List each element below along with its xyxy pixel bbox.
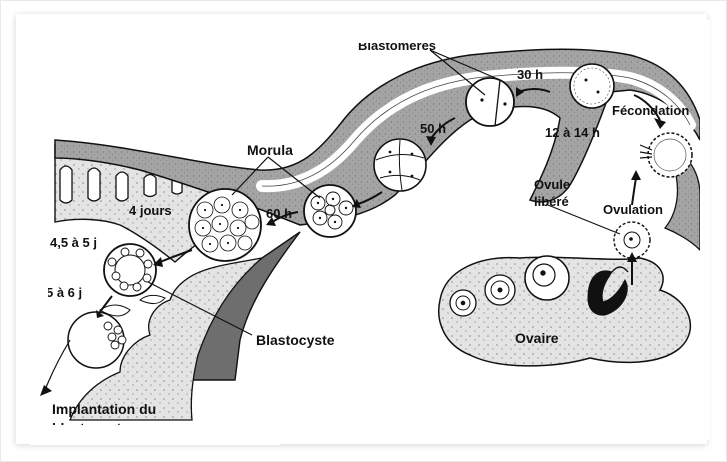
crop-top xyxy=(330,26,490,43)
label-implantation-line1: Implantation du xyxy=(52,401,156,417)
label-5-a-6j: 5 à 6 j xyxy=(46,285,82,300)
label-4-jours: 4 jours xyxy=(129,203,172,218)
crop-bottom xyxy=(30,425,280,445)
label-ovaire: Ovaire xyxy=(515,330,559,346)
four-cell-stage xyxy=(374,139,426,191)
label-30h: 30 h xyxy=(517,67,543,82)
label-blastocyste: Blastocyste xyxy=(256,332,335,348)
crop-left xyxy=(30,220,48,320)
label-ovule-line1: Ovule xyxy=(534,177,570,192)
label-ovule-line2: libéré xyxy=(534,194,569,209)
label-ovulation: Ovulation xyxy=(603,202,663,217)
blastocyst-early xyxy=(104,244,156,296)
label-12-14h: 12 à 14 h xyxy=(545,125,600,140)
label-4-5-a-5j: 4,5 à 5 j xyxy=(50,235,97,250)
label-fecondation: Fécondation xyxy=(612,103,689,118)
blastocyst-implanting xyxy=(68,312,126,368)
label-morula: Morula xyxy=(247,142,293,158)
fertilization-egg xyxy=(640,133,692,177)
crop-right xyxy=(700,20,710,440)
zygote-30h xyxy=(570,64,614,108)
label-50h: 50 h xyxy=(420,121,446,136)
morula-4-jours xyxy=(189,189,261,261)
morula-60h xyxy=(304,185,356,237)
label-60h: 60 h xyxy=(266,206,292,221)
